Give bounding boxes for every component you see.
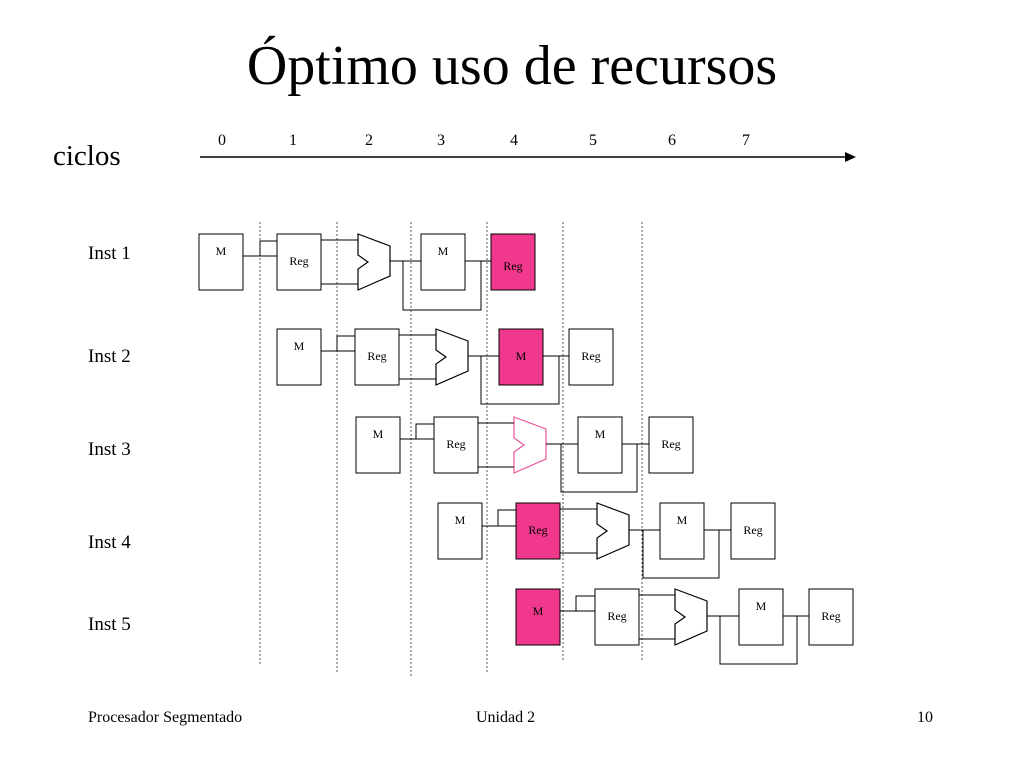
footer-course: Procesador Segmentado bbox=[88, 709, 243, 726]
cycle-number: 4 bbox=[510, 132, 518, 149]
cycle-number: 2 bbox=[365, 132, 373, 149]
footer-unit: Unidad 2 bbox=[476, 709, 536, 726]
instruction-label: Inst 3 bbox=[88, 439, 131, 460]
register-box-label: Reg bbox=[581, 349, 600, 363]
alu-shape bbox=[357, 233, 391, 291]
register-box bbox=[808, 588, 854, 646]
time-axis-arrowhead bbox=[845, 152, 856, 162]
memory-box bbox=[198, 233, 244, 291]
register-box-label: Reg bbox=[821, 609, 840, 623]
register-box bbox=[433, 416, 479, 474]
cycle-number: 0 bbox=[218, 132, 226, 149]
register-box-label: Reg bbox=[446, 437, 465, 451]
register-box-label: Reg bbox=[503, 259, 522, 273]
register-box-label: Reg bbox=[661, 437, 680, 451]
memory-box bbox=[355, 416, 401, 474]
register-box bbox=[490, 233, 536, 291]
cycle-number: 3 bbox=[437, 132, 445, 149]
register-box bbox=[730, 502, 776, 560]
memory-box-label: M bbox=[373, 427, 384, 441]
memory-box-label: M bbox=[595, 427, 606, 441]
memory-box bbox=[738, 588, 784, 646]
memory-box-label: M bbox=[438, 244, 449, 258]
instruction-label: Inst 5 bbox=[88, 614, 131, 635]
cycle-number: 6 bbox=[668, 132, 676, 149]
alu-shape bbox=[435, 328, 469, 386]
register-box bbox=[568, 328, 614, 386]
slide-title: Óptimo uso de recursos bbox=[246, 35, 778, 97]
register-box bbox=[515, 502, 561, 560]
memory-box-label: M bbox=[216, 244, 227, 258]
connector-line bbox=[560, 595, 595, 612]
memory-box-label: M bbox=[677, 513, 688, 527]
cycles-axis-label: ciclos bbox=[53, 140, 121, 172]
register-box-label: Reg bbox=[607, 609, 626, 623]
memory-box bbox=[659, 502, 705, 560]
instruction-label: Inst 1 bbox=[88, 243, 131, 264]
instruction-label: Inst 2 bbox=[88, 346, 131, 367]
memory-box bbox=[577, 416, 623, 474]
register-box-label: Reg bbox=[528, 523, 547, 537]
alu-shape bbox=[674, 588, 708, 646]
connector-line bbox=[321, 335, 355, 352]
alu-shape bbox=[596, 502, 630, 560]
memory-box bbox=[420, 233, 466, 291]
footer-page-number: 10 bbox=[917, 709, 933, 726]
cycle-number: 7 bbox=[742, 132, 750, 149]
register-box-label: Reg bbox=[289, 254, 308, 268]
register-box bbox=[648, 416, 694, 474]
memory-box-label: M bbox=[294, 339, 305, 353]
instruction-label: Inst 4 bbox=[88, 532, 131, 553]
connector-line bbox=[243, 240, 277, 257]
memory-box-label: M bbox=[533, 604, 544, 618]
memory-box bbox=[515, 588, 561, 646]
memory-box-label: M bbox=[516, 349, 527, 363]
register-box-label: Reg bbox=[367, 349, 386, 363]
memory-box-label: M bbox=[455, 513, 466, 527]
register-box bbox=[276, 233, 322, 291]
register-box-label: Reg bbox=[743, 523, 762, 537]
register-box bbox=[594, 588, 640, 646]
memory-box bbox=[437, 502, 483, 560]
memory-box bbox=[498, 328, 544, 386]
cycle-number: 1 bbox=[289, 132, 297, 149]
connector-line bbox=[400, 423, 434, 440]
register-box bbox=[354, 328, 400, 386]
memory-box-label: M bbox=[756, 599, 767, 613]
cycle-number: 5 bbox=[589, 132, 597, 149]
memory-box bbox=[276, 328, 322, 386]
alu-shape bbox=[513, 416, 547, 474]
